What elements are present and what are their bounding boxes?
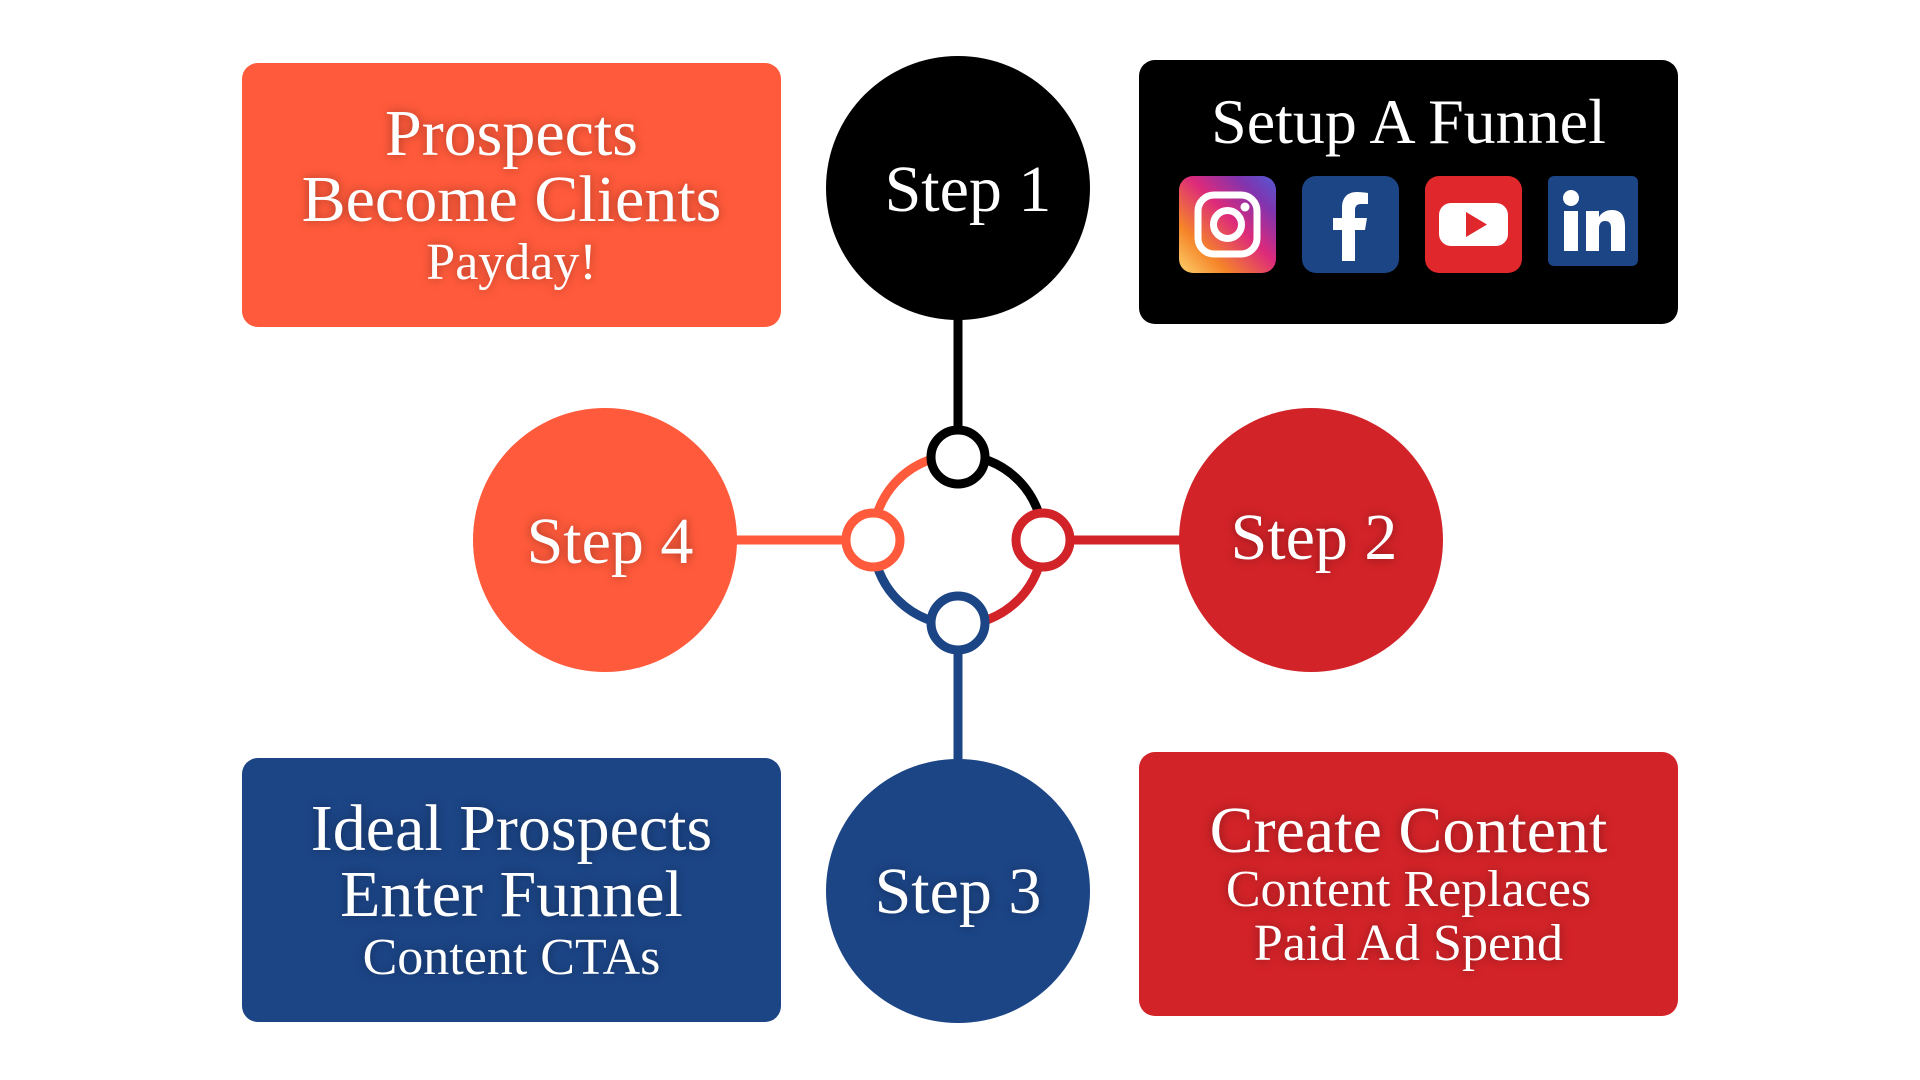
step3-box-line3: Content CTAs [362,929,661,986]
step3-box-line2: Enter Funnel [340,858,683,931]
node-step3 [926,591,990,655]
node-step1 [926,425,990,489]
step2-circle [1179,408,1443,672]
step4-label: Step 4 [526,505,694,578]
facebook-icon [1302,176,1399,273]
linkedin-icon [1548,176,1638,266]
step1-label: Step 1 [884,153,1052,226]
step1-box-title: Setup A Funnel [1211,86,1606,157]
step2-box-line3: Paid Ad Spend [1253,915,1564,972]
social-icons [1179,176,1638,273]
step3-box-title: Ideal Prospects [310,792,713,865]
node-step2 [1011,508,1075,572]
step2-box-line2: Content Replaces [1225,861,1592,918]
step3-label: Step 3 [874,855,1042,928]
instagram-icon [1179,176,1276,273]
step3-box: Ideal Prospects Enter Funnel Content CTA… [242,758,781,1022]
step3-circle [826,759,1090,1023]
step4-circle [473,408,737,672]
step4-box-title: Prospects [385,97,638,170]
step2-box-title: Create Content [1209,794,1608,867]
step2-box: Create Content Content Replaces Paid Ad … [1139,752,1678,1016]
step1-box: Setup A Funnel [1139,60,1678,324]
step4-box-line2: Become Clients [301,163,722,236]
youtube-icon [1425,176,1522,273]
step1-circle [826,56,1090,320]
step4-box-line3: Payday! [426,234,597,291]
node-step4 [841,508,905,572]
step2-label: Step 2 [1230,501,1398,574]
step4-box: Prospects Become Clients Payday! [242,63,781,327]
